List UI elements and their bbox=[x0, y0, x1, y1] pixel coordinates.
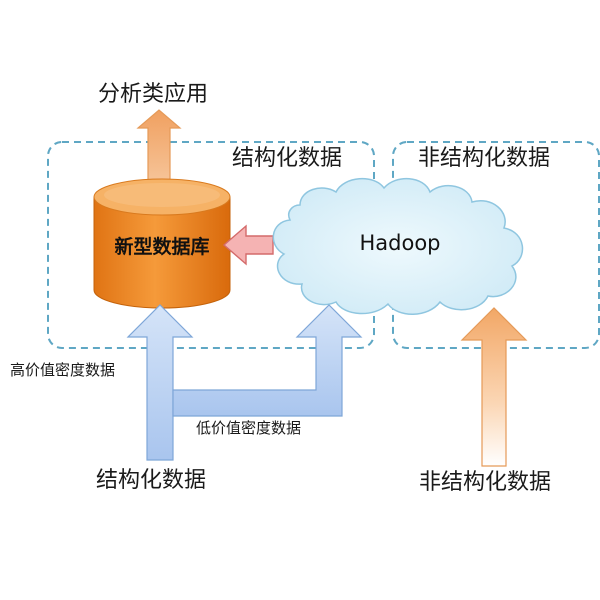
structured-region-title: 结构化数据 bbox=[232, 146, 343, 171]
high-value-arrow bbox=[126, 304, 194, 461]
low-value-density-label: 低价值密度数据 bbox=[196, 419, 302, 437]
hadoop-label: Hadoop bbox=[359, 231, 441, 255]
unstructured-region-title: 非结构化数据 bbox=[418, 146, 551, 171]
database-label: 新型数据库 bbox=[114, 236, 210, 258]
analytics-apps-label: 分析类应用 bbox=[98, 82, 209, 107]
database-cylinder bbox=[93, 178, 231, 309]
unstructured-input-arrow bbox=[460, 307, 528, 467]
high-value-density-label: 高价值密度数据 bbox=[10, 361, 116, 379]
unstructured-source-label: 非结构化数据 bbox=[419, 470, 552, 495]
structured-source-label: 结构化数据 bbox=[96, 468, 207, 493]
low-value-arrow bbox=[172, 304, 363, 417]
hadoop-cloud bbox=[272, 177, 524, 315]
hadoop-to-database-arrow bbox=[222, 224, 274, 266]
